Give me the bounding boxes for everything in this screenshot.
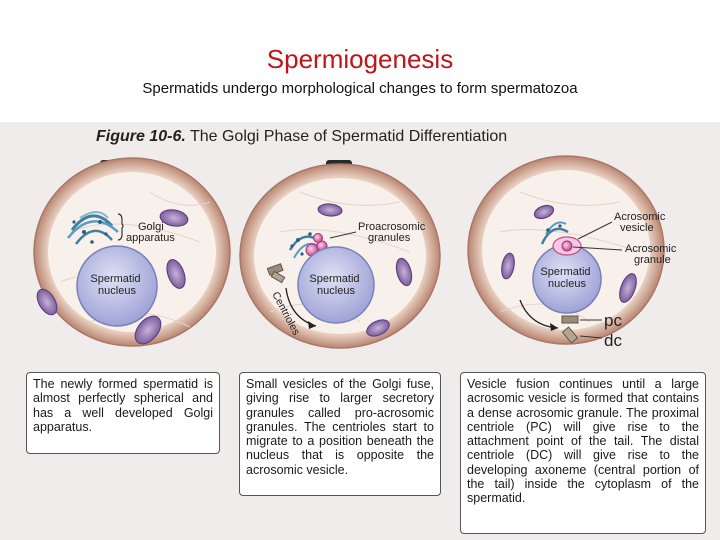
cell-a: Golgi apparatus Spermatid nucleus <box>33 157 231 347</box>
figure-caption: Figure 10-6. The Golgi Phase of Spermati… <box>96 128 507 146</box>
cell-b: Proacrosomic granules Spermatid nucleus … <box>239 163 441 349</box>
slide-subtitle: Spermatids undergo morphological changes… <box>142 80 578 97</box>
mitochondrion <box>533 204 555 220</box>
mitochondrion <box>159 209 189 227</box>
nucleus-label-c: Spermatid nucleus <box>540 266 593 290</box>
granule-label-c: Acrosomic granule <box>625 243 679 266</box>
mitochondrion <box>36 288 58 316</box>
dc-label-c: dc <box>604 331 622 350</box>
description-box-c: Vesicle fusion continues until a large a… <box>460 372 706 534</box>
golgi-label-a: Golgi apparatus <box>126 221 175 244</box>
mitochondrion <box>395 257 413 287</box>
granule-pointer-c <box>572 246 623 251</box>
proacrosomic-granule <box>313 233 323 243</box>
migration-arrowhead-c <box>550 323 558 331</box>
dc-pointer-c <box>579 335 603 339</box>
slide-title: Spermiogenesis <box>266 44 454 74</box>
mitochondrion <box>134 315 162 345</box>
centrioles-b <box>266 263 286 284</box>
mitochondrion <box>619 273 637 303</box>
mitochondrion <box>317 203 343 217</box>
nucleus-a <box>76 245 158 327</box>
migration-arrowhead-b <box>308 321 316 329</box>
description-box-b: Small vesicles of the Golgi fuse, giving… <box>239 372 441 496</box>
golgi-apparatus-a <box>67 211 119 245</box>
pc-label-c: pc <box>604 311 622 330</box>
nucleus-label-a: Spermatid nucleus <box>90 273 143 297</box>
mitochondrion <box>166 259 186 289</box>
golgi-apparatus-c <box>540 221 569 245</box>
nucleus-label-b: Spermatid nucleus <box>309 273 362 297</box>
description-box-a: The newly formed spermatid is almost per… <box>26 372 220 454</box>
proximal-centriole <box>561 315 579 324</box>
figure-title: The Golgi Phase of Spermatid Differentia… <box>189 128 508 145</box>
figure-panel: Figure 10-6. The Golgi Phase of Spermati… <box>0 122 720 540</box>
golgi-bracket-a <box>117 213 124 241</box>
spermatid-diagram: Golgi apparatus Spermatid nucleus <box>33 155 679 350</box>
mitochondrion <box>501 252 515 280</box>
granules-label-b: Proacrosomic granules <box>358 221 428 244</box>
nucleus-b <box>297 246 375 324</box>
mitochondrion <box>366 319 390 337</box>
vesicle-label-c: Acrosomic vesicle <box>614 211 668 234</box>
vesicle-pointer-c <box>577 221 613 240</box>
figure-number: Figure 10-6. <box>96 128 186 145</box>
distal-centriole <box>561 326 579 344</box>
cell-c: Spermatid nucleus Acrosomic vesicle Acro… <box>467 155 679 350</box>
granules-pointer-b <box>329 231 357 239</box>
acrosomic-granule <box>561 240 573 252</box>
